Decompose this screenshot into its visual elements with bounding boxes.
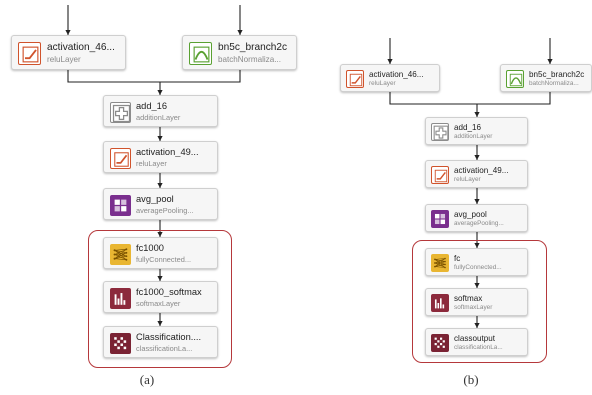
- layer-name: activation_46...: [369, 69, 424, 79]
- replaced-layers-highlight: [412, 240, 547, 363]
- arrowhead-icon: [474, 155, 480, 160]
- layer-type: softmaxLayer: [136, 299, 181, 309]
- arrowhead-icon: [157, 136, 163, 141]
- arrowhead-icon: [474, 243, 480, 248]
- layer-node[interactable]: avg_pool averagePooling...: [425, 204, 528, 232]
- replaced-layers-highlight: [88, 230, 232, 368]
- fullyconnected-icon: [110, 244, 131, 265]
- batchnorm-icon: [189, 42, 212, 65]
- layer-type: classificationLa...: [454, 344, 503, 352]
- layer-type: reluLayer: [454, 176, 481, 184]
- arrowhead-icon: [474, 323, 480, 328]
- relu-icon: [110, 148, 131, 169]
- arrowhead-icon: [547, 59, 553, 64]
- classification-icon: [110, 333, 131, 354]
- layer-node[interactable]: bn5c_branch2c batchNormaliza...: [500, 64, 592, 92]
- arrowhead-icon: [474, 112, 480, 117]
- arrowhead-icon: [387, 59, 393, 64]
- layer-type: averagePooling...: [136, 206, 194, 216]
- arrowhead-icon: [474, 283, 480, 288]
- layer-node[interactable]: add_16 additionLayer: [425, 117, 528, 145]
- panel-caption: (b): [463, 372, 479, 387]
- layer-node[interactable]: add_16 additionLayer: [103, 95, 218, 127]
- softmax-icon: [110, 288, 131, 309]
- fullyconnected-icon: [431, 254, 449, 272]
- layer-type: reluLayer: [369, 80, 396, 88]
- layer-name: fc1000: [136, 243, 164, 254]
- layer-name: softmax: [454, 293, 483, 303]
- layer-node[interactable]: avg_pool averagePooling...: [103, 188, 218, 220]
- batchnorm-icon: [506, 70, 524, 88]
- relu-icon: [431, 166, 449, 184]
- layer-node[interactable]: activation_49... reluLayer: [425, 160, 528, 188]
- layer-node[interactable]: activation_46... reluLayer: [340, 64, 440, 92]
- addition-icon: [431, 123, 449, 141]
- layer-type: batchNormaliza...: [529, 80, 579, 88]
- relu-icon: [18, 42, 41, 65]
- arrowhead-icon: [474, 199, 480, 204]
- arrowhead-icon: [157, 183, 163, 188]
- classification-icon: [431, 334, 449, 352]
- layer-node[interactable]: bn5c_branch2c batchNormaliza...: [182, 35, 297, 70]
- arrowhead-icon: [157, 90, 163, 95]
- layer-name: bn5c_branch2c: [218, 41, 288, 53]
- layer-type: fullyConnected...: [136, 255, 192, 265]
- layer-node[interactable]: activation_46... reluLayer: [11, 35, 126, 70]
- relu-icon: [346, 70, 364, 88]
- layer-node[interactable]: fc fullyConnected...: [425, 248, 528, 276]
- layer-type: additionLayer: [454, 133, 493, 141]
- layer-name: activation_49...: [454, 165, 509, 175]
- layer-name: avg_pool: [136, 194, 174, 205]
- layer-type: softmaxLayer: [454, 304, 493, 312]
- layer-type: fullyConnected...: [454, 264, 502, 272]
- layer-node[interactable]: activation_49... reluLayer: [103, 141, 218, 173]
- arrowhead-icon: [157, 276, 163, 281]
- layer-type: batchNormaliza...: [218, 54, 281, 64]
- layer-node[interactable]: fc1000 fullyConnected...: [103, 237, 218, 269]
- layer-name: Classification....: [136, 332, 202, 343]
- layer-name: fc: [454, 253, 461, 263]
- panel-caption: (a): [139, 372, 155, 387]
- layer-name: bn5c_branch2c: [529, 69, 585, 79]
- softmax-icon: [431, 294, 449, 312]
- layer-type: reluLayer: [136, 159, 167, 169]
- layer-type: classificationLa...: [136, 344, 193, 354]
- connection-line: [389, 92, 551, 105]
- layer-node[interactable]: classoutput classificationLa...: [425, 328, 528, 356]
- avgpool-icon: [431, 210, 449, 228]
- layer-name: avg_pool: [454, 209, 487, 219]
- layer-name: add_16: [136, 101, 168, 112]
- arrowhead-icon: [237, 30, 243, 35]
- arrowhead-icon: [157, 321, 163, 326]
- layer-node[interactable]: fc1000_softmax softmaxLayer: [103, 281, 218, 313]
- layer-name: activation_46...: [47, 41, 115, 53]
- layer-name: fc1000_softmax: [136, 287, 202, 298]
- layer-name: activation_49...: [136, 147, 199, 158]
- arrowhead-icon: [65, 30, 71, 35]
- arrowhead-icon: [157, 232, 163, 237]
- layer-type: additionLayer: [136, 113, 181, 123]
- layer-name: classoutput: [454, 333, 495, 343]
- layer-type: averagePooling...: [454, 220, 504, 228]
- layer-type: reluLayer: [47, 54, 81, 64]
- avgpool-icon: [110, 195, 131, 216]
- addition-icon: [110, 102, 131, 123]
- layer-name: add_16: [454, 122, 482, 132]
- layer-node[interactable]: softmax softmaxLayer: [425, 288, 528, 316]
- connection-line: [67, 70, 241, 83]
- layer-node[interactable]: Classification.... classificationLa...: [103, 326, 218, 358]
